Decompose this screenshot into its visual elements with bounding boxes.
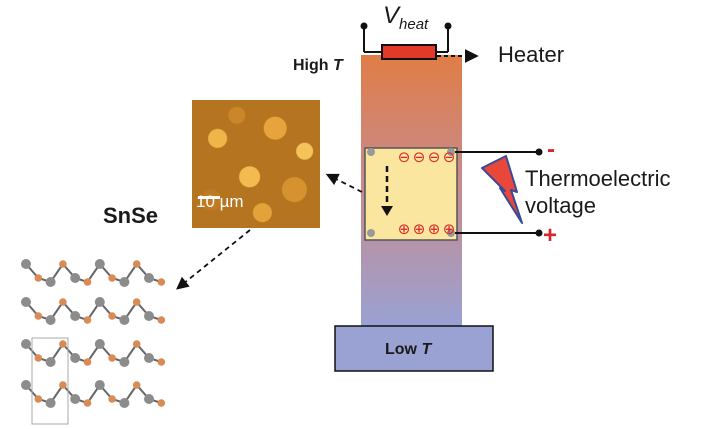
sn-atom	[45, 357, 56, 367]
snse-crystal-structure	[21, 259, 166, 408]
se-atom	[132, 260, 141, 268]
afm-micrograph-image: 10 µm	[192, 100, 320, 228]
lead-top-terminal	[535, 148, 543, 156]
terminal-right	[444, 22, 452, 30]
lattice-bond-chain	[25, 342, 162, 364]
positive-charge: ⊕	[443, 220, 456, 238]
thermoelectric-label: Thermoelectric	[525, 166, 671, 191]
sn-atom	[119, 315, 130, 325]
scale-bar-line	[198, 196, 220, 199]
negative-charge: ⊖	[398, 148, 411, 166]
se-atom	[59, 340, 67, 348]
low-t-base	[334, 325, 494, 372]
sn-atom	[45, 398, 56, 408]
sn-atom	[70, 273, 81, 283]
sn-atom	[94, 339, 105, 349]
sn-atom	[45, 277, 56, 287]
voltage-label: voltage	[525, 193, 596, 218]
se-atom	[34, 354, 43, 362]
sn-atom	[144, 311, 154, 321]
se-atom	[83, 278, 92, 286]
sn-atom	[21, 339, 31, 349]
se-atom	[59, 298, 67, 306]
se-atom	[108, 274, 116, 282]
sn-atom	[94, 380, 105, 390]
se-atom	[59, 381, 67, 389]
se-atom	[157, 278, 166, 286]
charge-carriers: ⊖⊖⊖⊖⊕⊕⊕⊕	[398, 148, 456, 238]
contact-top-left	[367, 148, 375, 156]
sn-atom	[21, 297, 31, 307]
lattice-bond-chain	[25, 383, 162, 405]
se-atom	[83, 316, 92, 324]
heater-element	[381, 44, 437, 60]
sample-box	[364, 147, 458, 241]
terminal-left	[360, 22, 368, 30]
heater-circuit	[360, 22, 452, 53]
se-atom	[132, 298, 141, 306]
se-atom	[108, 395, 116, 403]
contact-bottom-left	[367, 229, 375, 237]
se-atom	[108, 312, 116, 320]
heater-label: Heater	[498, 42, 565, 67]
sn-atom	[119, 277, 130, 287]
v-heat-label: Vheat	[383, 2, 429, 33]
lattice-bond-chain	[25, 300, 162, 322]
sn-atom	[94, 297, 105, 307]
se-atom	[34, 395, 43, 403]
zoom-arrow-lattice	[176, 229, 251, 290]
se-atom	[157, 316, 166, 324]
carrier-flow-arrowhead	[381, 206, 393, 216]
se-atom	[132, 340, 141, 348]
plus-sign: +	[543, 222, 558, 249]
negative-charge: ⊖	[443, 148, 456, 166]
scale-bar-label: 10 µm	[196, 192, 244, 211]
sn-atom	[45, 315, 56, 325]
sn-atom	[119, 357, 130, 367]
lead-bottom-terminal	[535, 229, 543, 237]
sn-atom	[70, 353, 81, 363]
contact-bottom-right	[447, 229, 455, 237]
sn-atom	[94, 259, 105, 269]
low-t-label: Low T	[385, 341, 432, 358]
minus-sign: -	[547, 136, 555, 163]
sn-atom	[144, 273, 154, 283]
lightning-bolt-icon	[481, 155, 523, 224]
sn-atom	[144, 394, 154, 404]
material-label: SnSe	[103, 203, 159, 228]
se-atom	[83, 358, 92, 366]
positive-charge: ⊕	[413, 220, 426, 238]
sn-atom	[70, 311, 81, 321]
negative-charge: ⊖	[428, 148, 441, 166]
negative-charge: ⊖	[413, 148, 426, 166]
se-atom	[34, 312, 43, 320]
contact-top-right	[447, 148, 455, 156]
se-atom	[83, 399, 92, 407]
zoom-arrow-micrograph	[325, 173, 363, 193]
se-atom	[108, 354, 116, 362]
sn-atom	[119, 398, 130, 408]
high-t-label: High T	[293, 57, 343, 74]
sn-atom	[144, 353, 154, 363]
se-atom	[157, 399, 166, 407]
sn-atom	[70, 394, 81, 404]
positive-charge: ⊕	[398, 220, 411, 238]
se-atom	[157, 358, 166, 366]
positive-charge: ⊕	[428, 220, 441, 238]
sn-atom	[21, 380, 31, 390]
lattice-bond-chain	[25, 262, 162, 284]
unit-cell-outline	[31, 337, 69, 425]
sn-atom	[21, 259, 31, 269]
se-atom	[34, 274, 43, 282]
se-atom	[132, 381, 141, 389]
se-atom	[59, 260, 67, 268]
